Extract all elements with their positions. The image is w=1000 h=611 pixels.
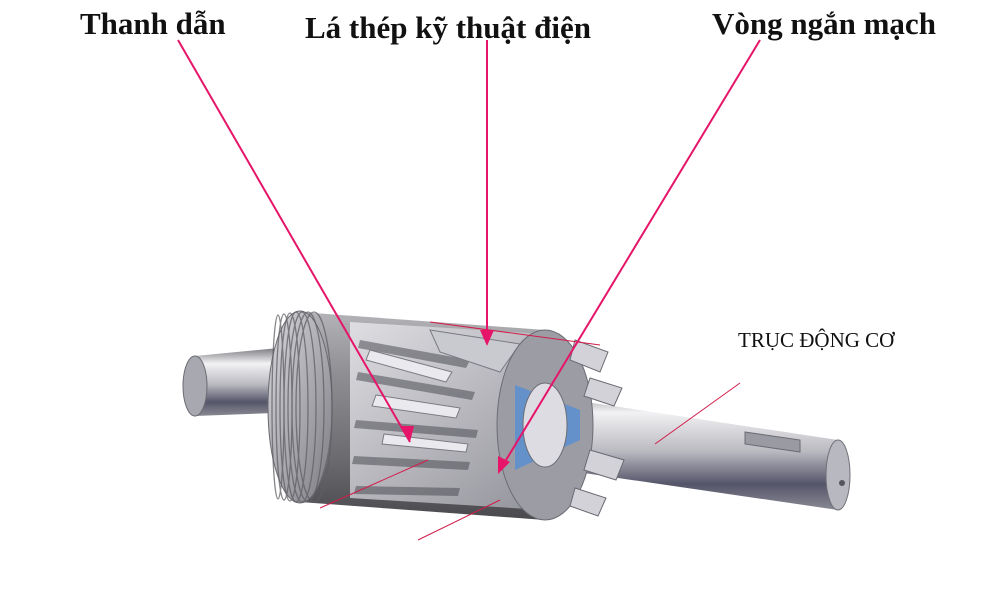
conductor-bars (365, 329, 521, 453)
short-circuit-ring (496, 329, 625, 521)
label-conductor-bar: Thanh dẫn (80, 6, 226, 41)
reference-lines (319, 321, 741, 541)
pointer-lines (177, 39, 761, 471)
pointer-conductor-bar (177, 39, 411, 443)
pointer-arrowheads (400, 330, 510, 474)
label-steel-laminations: Lá thép kỹ thuật điện (305, 10, 591, 45)
lamination-slots (352, 340, 478, 496)
lamination-rings (271, 311, 333, 503)
label-short-circuit-ring: Vòng ngắn mạch (712, 6, 936, 41)
label-motor-shaft: TRỤC ĐỘNG CƠ (738, 328, 895, 352)
pointer-short-circuit-ring (499, 39, 761, 471)
